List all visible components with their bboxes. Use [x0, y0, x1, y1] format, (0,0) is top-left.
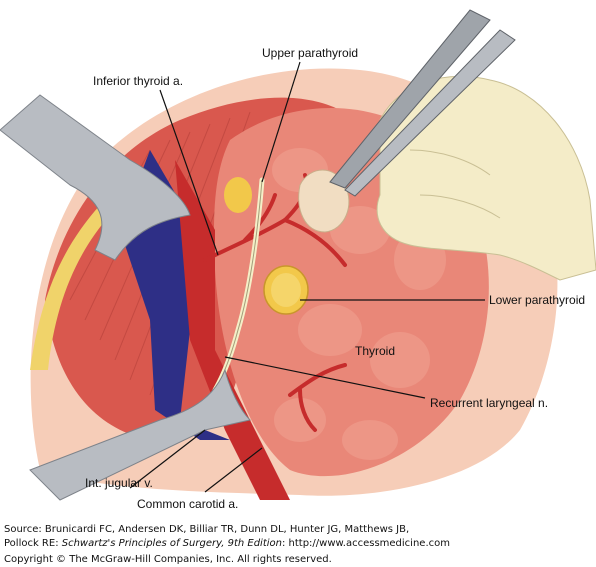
inferior-thyroid-artery [203, 173, 347, 432]
fat-strip [30, 205, 110, 370]
label-recurrent-laryngeal-nerve: Recurrent laryngeal n. [430, 396, 549, 410]
label-lower-parathyroid: Lower parathyroid [489, 293, 586, 307]
caption-citation-prefix: Pollock RE: [4, 538, 62, 549]
leader-lines [129, 61, 485, 493]
caption-copyright: Copyright © The McGraw-Hill Companies, I… [4, 554, 332, 565]
forceps [329, 9, 491, 189]
label-thyroid: Thyroid [355, 344, 396, 358]
upper-retractor [0, 94, 191, 261]
caption-book-title: Schwartz's Principles of Surgery, 9th Ed… [61, 538, 282, 549]
label-internal-jugular-vein: Int. jugular v. [85, 476, 153, 490]
lower-retractor [29, 368, 251, 501]
label-inferior-thyroid-artery: Inferior thyroid a. [93, 74, 184, 88]
retracted-tissue [298, 169, 350, 233]
caption-source-line: Source: Brunicardi FC, Andersen DK, Bill… [4, 524, 410, 535]
upper-parathyroid [224, 177, 252, 213]
caption-citation-line: Pollock RE: Schwartz's Principles of Sur… [4, 538, 450, 549]
common-carotid-artery [175, 160, 290, 500]
thyroid-surgery-illustration [0, 9, 596, 501]
label-common-carotid-artery: Common carotid a. [137, 497, 239, 511]
label-upper-parathyroid: Upper parathyroid [262, 46, 359, 60]
caption-citation-url: : http://www.accessmedicine.com [281, 538, 450, 549]
